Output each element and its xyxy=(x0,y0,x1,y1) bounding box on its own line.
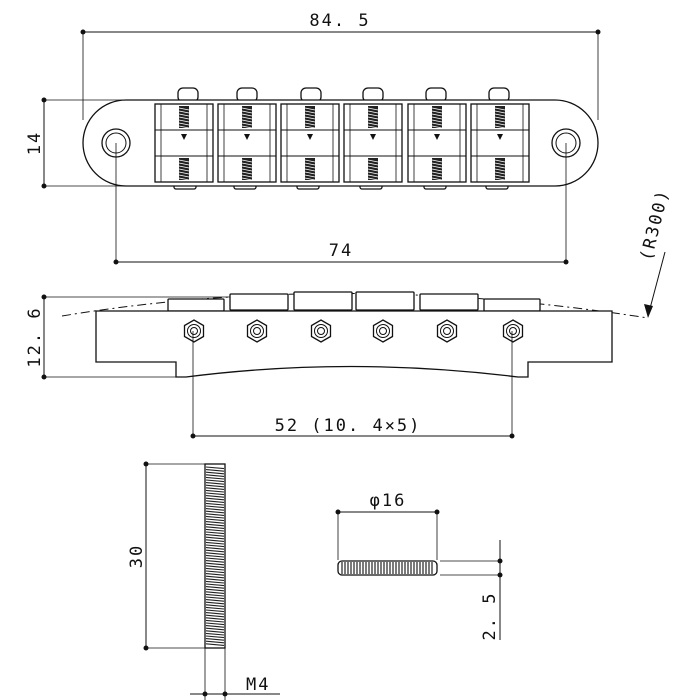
wheel-knurling xyxy=(341,562,433,574)
saddle-top xyxy=(470,103,530,183)
saddle-top xyxy=(407,103,467,183)
saddles-side xyxy=(167,291,541,312)
side-height-label: 12. 6 xyxy=(25,306,45,367)
hex-nut xyxy=(372,319,394,343)
wheel-thickness-dimension: 2. 5 xyxy=(440,540,503,640)
saddle-top xyxy=(343,103,403,183)
screw-thread-label: M4 xyxy=(246,675,270,695)
screw-thread-dimension: M4 xyxy=(190,648,280,700)
saddle-top xyxy=(154,103,214,183)
saddle-spacing-label: 52 (10. 4×5) xyxy=(275,416,422,436)
hex-nut xyxy=(310,319,332,343)
screw-length-dimension: 30 xyxy=(127,461,205,651)
body-height-label: 14 xyxy=(25,131,45,155)
wheel-diameter-dimension: φ16 xyxy=(335,491,440,560)
side-height-dimension: 12. 6 xyxy=(25,294,260,380)
screw-length-label: 30 xyxy=(127,544,147,568)
hex-nuts-side xyxy=(183,319,524,343)
screw-threads xyxy=(205,466,225,646)
radius-annotation: (R300) xyxy=(637,187,674,318)
hole-spacing-dimension: 74 xyxy=(113,143,569,265)
hex-nut xyxy=(183,319,205,343)
hex-nut xyxy=(436,319,458,343)
wheel-diameter-label: φ16 xyxy=(370,491,407,511)
saddle-top xyxy=(217,103,277,183)
hex-nut xyxy=(246,319,268,343)
wheel-view: φ16 2. 5 xyxy=(335,491,503,640)
side-view: 12. 6 52 (10. 4×5) xyxy=(25,291,649,439)
screw-view: 30 M4 xyxy=(127,461,280,700)
saddle-screw-heads-top xyxy=(177,87,510,103)
overall-length-label: 84. 5 xyxy=(309,11,370,31)
saddles-top xyxy=(154,103,530,183)
bridge-body-side xyxy=(95,310,613,378)
overall-length-dimension: 84. 5 xyxy=(80,11,601,120)
saddle-spacing-dimension: 52 (10. 4×5) xyxy=(190,331,515,439)
radius-label: (R300) xyxy=(637,187,674,263)
hole-spacing-label: 74 xyxy=(329,241,353,261)
top-view: 84. 5 14 xyxy=(25,11,674,318)
wheel-thickness-label: 2. 5 xyxy=(480,592,500,641)
saddle-top xyxy=(280,103,340,183)
hex-nut xyxy=(502,319,524,343)
